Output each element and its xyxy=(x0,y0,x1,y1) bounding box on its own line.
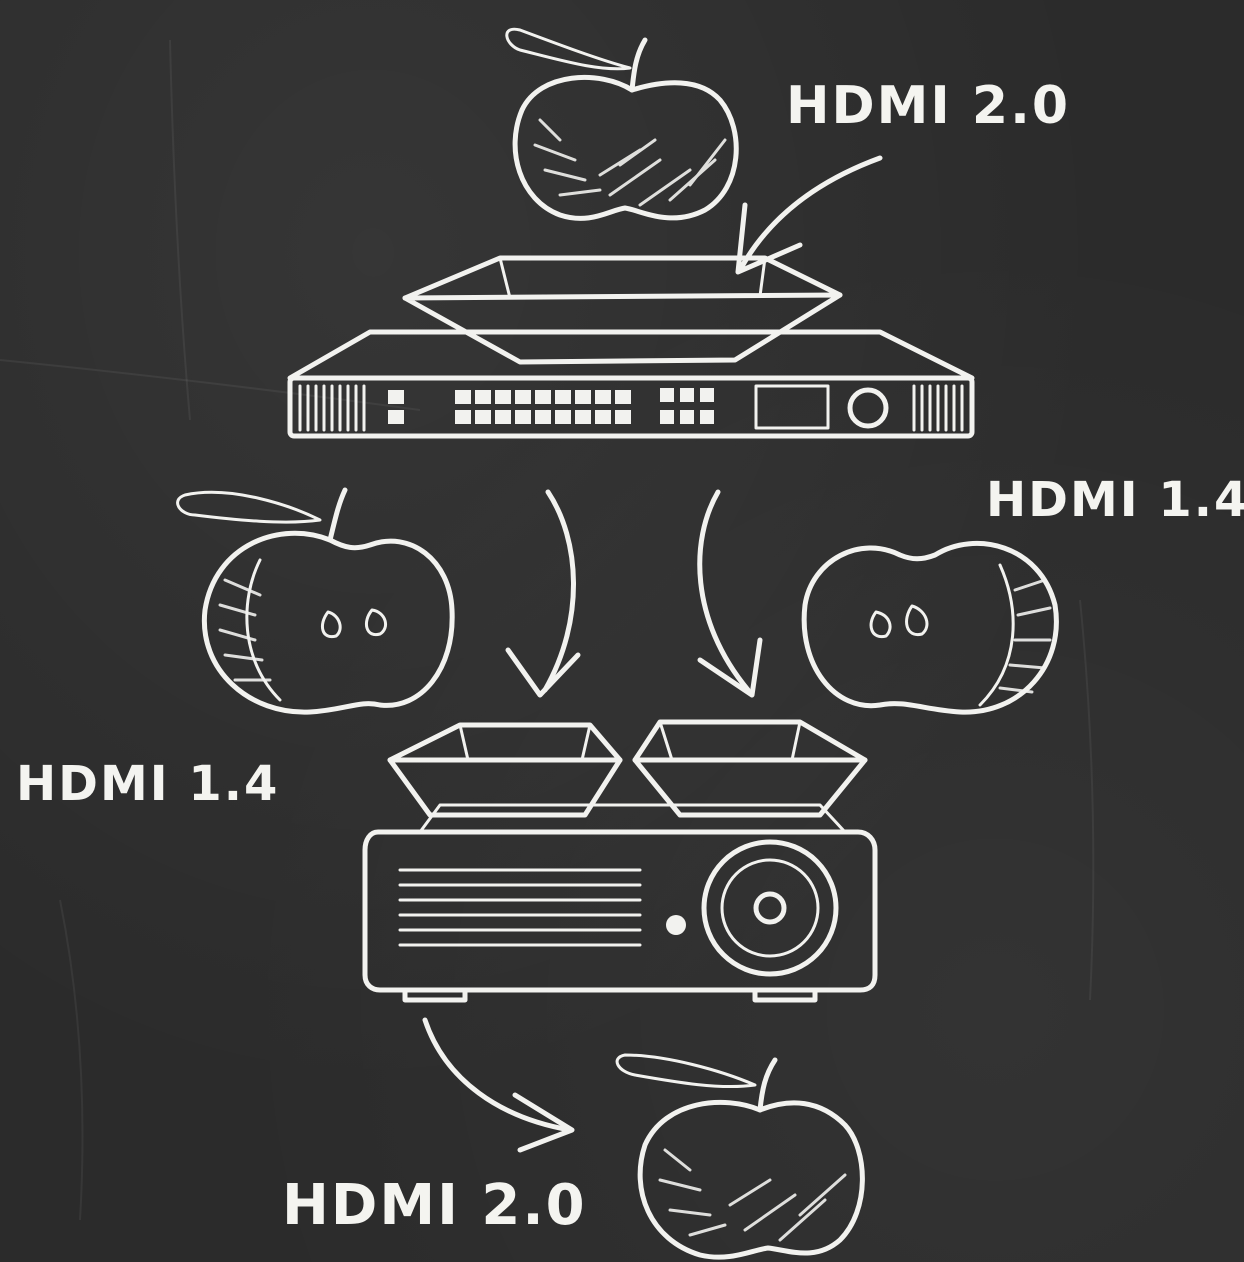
label-hdmi-middle-left: HDMI 1.4 xyxy=(16,760,279,808)
bowl-icon-top xyxy=(405,258,840,362)
label-hdmi-middle-right: HDMI 1.4 xyxy=(986,476,1244,524)
apple-icon-bottom xyxy=(617,1055,862,1257)
projector-icon xyxy=(365,805,875,1000)
splitter-device-icon xyxy=(290,332,972,436)
arrow-icon-bottom xyxy=(425,1020,572,1150)
arrow-icon-left-down xyxy=(508,492,578,695)
label-hdmi-top-right: HDMI 2.0 xyxy=(786,80,1070,132)
apple-half-icon-left xyxy=(178,490,453,712)
arrow-icon-top xyxy=(738,158,880,272)
bowl-icon-right xyxy=(635,722,865,815)
board-texture xyxy=(0,40,1093,1220)
arrow-icon-right-down xyxy=(700,492,760,695)
bowl-icon-left xyxy=(390,725,620,815)
apple-icon-top xyxy=(507,29,736,218)
apple-half-icon-right xyxy=(804,543,1056,712)
label-hdmi-bottom: HDMI 2.0 xyxy=(282,1178,587,1234)
